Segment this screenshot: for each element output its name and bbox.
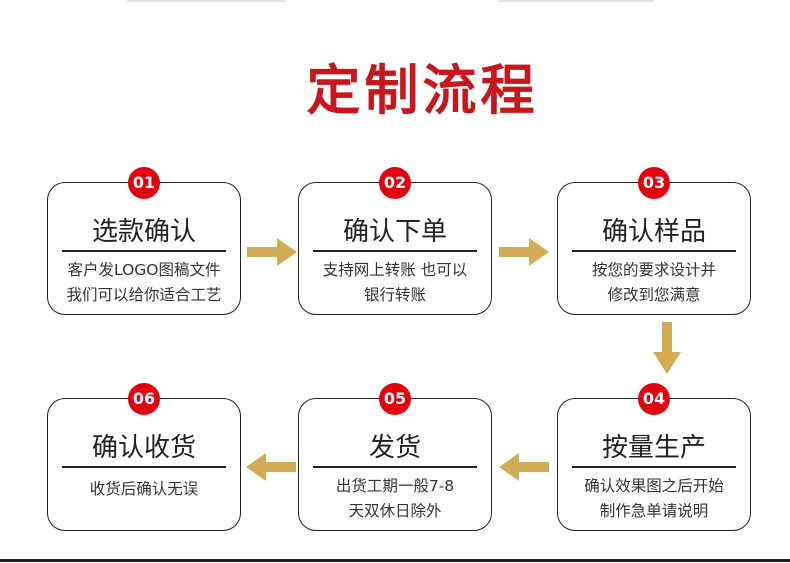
arrow-right-icon [499,238,549,266]
step-title: 确认下单 [342,217,447,247]
divider [313,250,477,252]
divider [572,250,736,252]
arrow-down-icon [653,322,681,374]
step-description: 按您的要求设计并修改到您满意 [591,261,716,304]
step-number-badge: 05 [379,383,411,415]
divider [62,250,226,252]
bottom-divider [0,559,790,562]
step-number-badge: 06 [128,383,160,415]
step-card-03: 03 确认样品 按您的要求设计并修改到您满意 [557,167,751,315]
arrow-left-icon [499,453,549,481]
step-number-badge: 04 [638,383,670,415]
divider [313,466,477,468]
step-card-06: 06 确认收货 收货后确认无误 [47,383,241,531]
top-divider-left [127,0,287,2]
step-card-01: 01 选款确认 客户发LOGO图稿文件我们可以给你适合工艺 [47,167,241,315]
arrow-right-icon [247,238,297,266]
step-description: 客户发LOGO图稿文件我们可以给你适合工艺 [66,261,222,304]
step-title: 按量生产 [601,433,706,463]
arrow-left-icon [246,453,296,481]
step-description: 支持网上转账 也可以银行转账 [322,261,468,304]
step-title: 发货 [368,433,421,463]
step-description: 收货后确认无误 [89,480,199,498]
step-card-02: 02 确认下单 支持网上转账 也可以银行转账 [298,167,492,315]
step-title: 确认样品 [601,217,706,247]
step-number-badge: 02 [379,167,411,199]
page-title: 定制流程 [306,58,539,122]
divider [572,466,736,468]
step-title: 确认收货 [91,433,196,463]
step-number-badge: 01 [128,167,160,199]
divider [62,466,226,468]
step-card-04: 04 按量生产 确认效果图之后开始制作急单请说明 [557,383,751,531]
step-description: 确认效果图之后开始制作急单请说明 [584,477,724,520]
step-title: 选款确认 [91,217,196,247]
step-number-badge: 03 [638,167,670,199]
top-divider-right [497,0,654,2]
